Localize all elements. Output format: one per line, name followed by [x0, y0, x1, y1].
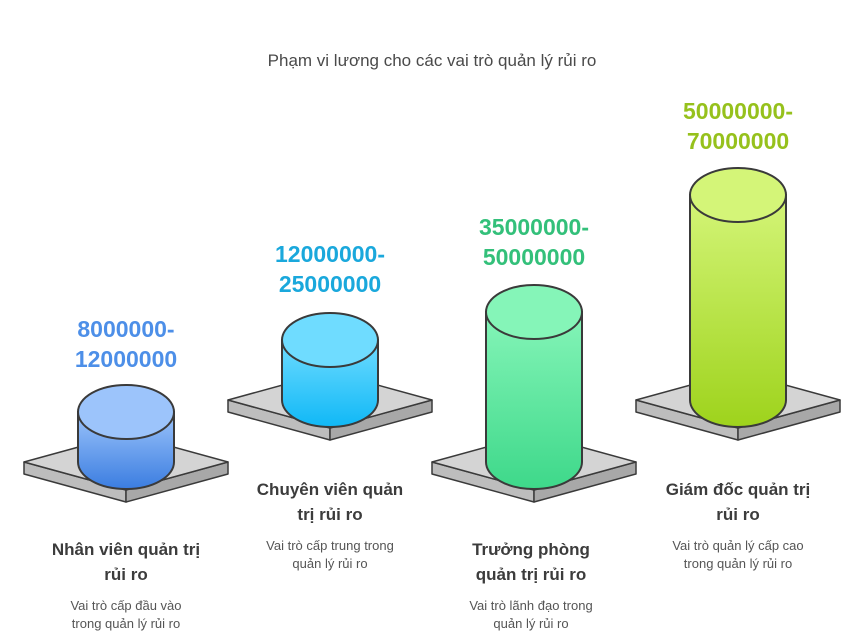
role-description-line: Vai trò cấp đầu vào	[70, 598, 181, 613]
role-description-line: Vai trò cấp trung trong	[266, 538, 394, 553]
salary-range-line: 8000000-	[77, 316, 174, 342]
role-description-line: trong quản lý rủi ro	[72, 616, 180, 631]
role-title-line: Nhân viên quản trị	[52, 540, 200, 559]
cylinder-body	[485, 311, 583, 490]
salary-range-line: 12000000-	[275, 241, 385, 267]
role-title-line: Giám đốc quản trị	[666, 480, 811, 499]
salary-range-line: 50000000-	[683, 98, 793, 124]
diagram-title: Phạm vi lương cho các vai trò quản lý rủ…	[268, 51, 597, 70]
cylinder-top	[281, 312, 379, 368]
role-title-line: Chuyên viên quản	[257, 480, 403, 499]
role-title-line: rủi ro	[716, 505, 759, 524]
cylinder-body	[689, 194, 787, 428]
salary-range-line: 50000000	[483, 244, 585, 270]
role-description-line: quản lý rủi ro	[493, 616, 568, 631]
role-title-line: rủi ro	[104, 565, 147, 584]
salary-range-line: 25000000	[279, 271, 381, 297]
role-title-line: Trưởng phòng	[472, 540, 590, 559]
cylinder-top	[485, 284, 583, 340]
salary-range-line: 70000000	[687, 128, 789, 154]
role-description-line: trong quản lý rủi ro	[684, 556, 792, 571]
role-title-line: trị rủi ro	[297, 505, 362, 524]
role-description-line: quản lý rủi ro	[292, 556, 367, 571]
role-description-line: Vai trò lãnh đạo trong	[469, 598, 592, 613]
role-title-line: quản trị rủi ro	[476, 565, 587, 584]
salary-range-line: 35000000-	[479, 214, 589, 240]
salary-range-line: 12000000	[75, 346, 177, 372]
cylinder-top	[689, 167, 787, 223]
role-description-line: Vai trò quản lý cấp cao	[672, 538, 803, 553]
cylinder-top	[77, 384, 175, 440]
